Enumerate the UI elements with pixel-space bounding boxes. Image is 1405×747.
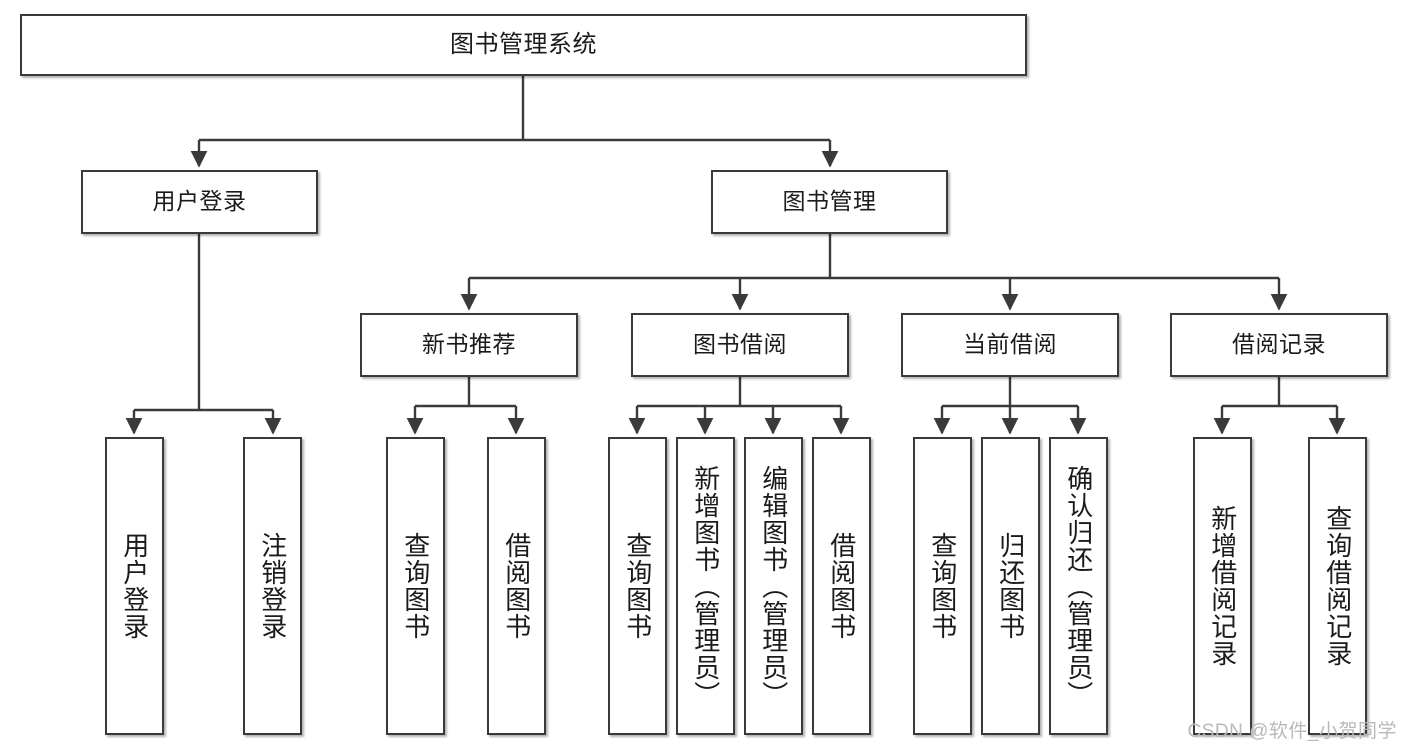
node-user-login-label: 用户登录 <box>152 188 247 215</box>
node-leaf-borrow-book-2[interactable]: 借阅图书 <box>812 437 871 735</box>
node-book-manage-label: 图书管理 <box>782 188 877 215</box>
node-leaf-confirm-return[interactable]: 确认归还（管理员） <box>1049 437 1108 735</box>
node-current-borrow[interactable]: 当前借阅 <box>901 313 1119 377</box>
node-current-borrow-label: 当前借阅 <box>963 331 1057 358</box>
node-leaf-user-login-label: 用户登录 <box>119 532 150 640</box>
node-leaf-return-book[interactable]: 归还图书 <box>981 437 1040 735</box>
node-leaf-query-book-2-label: 查询图书 <box>622 532 653 640</box>
node-leaf-add-book[interactable]: 新增图书（管理员） <box>676 437 735 735</box>
node-borrow-record[interactable]: 借阅记录 <box>1170 313 1388 377</box>
node-leaf-confirm-return-label: 确认归还（管理员） <box>1063 464 1094 708</box>
node-leaf-add-record-label: 新增借阅记录 <box>1207 505 1238 667</box>
node-leaf-query-record-label: 查询借阅记录 <box>1322 505 1353 667</box>
node-leaf-edit-book[interactable]: 编辑图书（管理员） <box>744 437 803 735</box>
node-new-book-rec[interactable]: 新书推荐 <box>360 313 578 377</box>
node-new-book-rec-label: 新书推荐 <box>422 331 516 358</box>
node-user-login[interactable]: 用户登录 <box>81 170 318 234</box>
node-root[interactable]: 图书管理系统 <box>20 14 1027 76</box>
node-borrow-record-label: 借阅记录 <box>1232 331 1326 358</box>
node-leaf-add-record[interactable]: 新增借阅记录 <box>1193 437 1252 735</box>
node-book-manage[interactable]: 图书管理 <box>711 170 948 234</box>
node-leaf-edit-book-label: 编辑图书（管理员） <box>758 464 789 708</box>
node-root-label: 图书管理系统 <box>450 30 597 58</box>
node-leaf-query-book-2[interactable]: 查询图书 <box>608 437 667 735</box>
node-leaf-logout[interactable]: 注销登录 <box>243 437 302 735</box>
node-leaf-query-book-3-label: 查询图书 <box>927 532 958 640</box>
node-leaf-query-book-3[interactable]: 查询图书 <box>913 437 972 735</box>
node-leaf-query-record[interactable]: 查询借阅记录 <box>1308 437 1367 735</box>
node-book-borrow-label: 图书借阅 <box>693 331 787 358</box>
node-leaf-logout-label: 注销登录 <box>257 532 288 640</box>
node-leaf-user-login[interactable]: 用户登录 <box>105 437 164 735</box>
csdn-watermark: CSDN @软件_小贺同学 <box>1187 721 1397 742</box>
node-leaf-borrow-book-1-label: 借阅图书 <box>501 532 532 640</box>
node-leaf-borrow-book-2-label: 借阅图书 <box>826 532 857 640</box>
node-leaf-query-book-1-label: 查询图书 <box>400 532 431 640</box>
node-leaf-borrow-book-1[interactable]: 借阅图书 <box>487 437 546 735</box>
node-leaf-return-book-label: 归还图书 <box>995 532 1026 640</box>
node-leaf-query-book-1[interactable]: 查询图书 <box>386 437 445 735</box>
node-leaf-add-book-label: 新增图书（管理员） <box>690 464 721 708</box>
node-book-borrow[interactable]: 图书借阅 <box>631 313 849 377</box>
